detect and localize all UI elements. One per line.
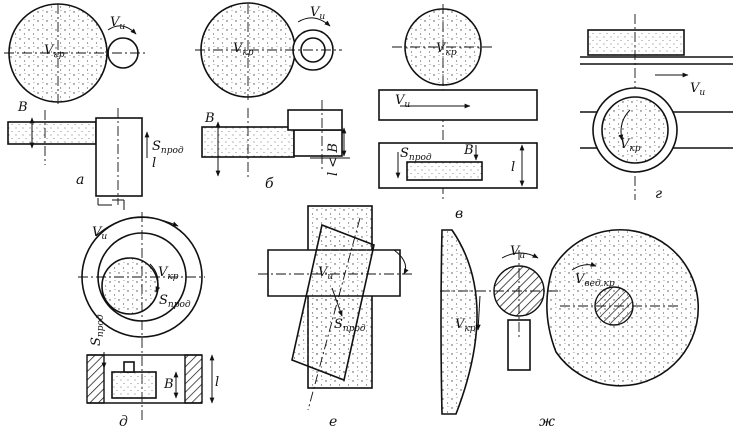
v-wheel-label-b: Vкр xyxy=(233,41,254,58)
length-label-v: l xyxy=(511,160,515,175)
feed-label-a: Sпрод xyxy=(152,139,184,156)
panel-v: Vкр Vи Sпрод B l в xyxy=(378,4,538,222)
v-wheel-label-v: Vкр xyxy=(436,41,457,58)
grinding-wheel-plan-g xyxy=(601,96,669,164)
v-wheel-label-d: Vкр xyxy=(158,265,179,282)
caption-a: а xyxy=(76,172,84,188)
panel-a: Vкр Vи B Sпрод l а xyxy=(4,3,184,210)
v-work-label-v: Vи xyxy=(395,93,410,110)
caption-d: д xyxy=(119,414,128,430)
condition-label-b: l < B xyxy=(326,143,341,176)
feed-ax-label-d: Sпрод xyxy=(89,314,106,346)
width-label-d: B xyxy=(163,377,174,392)
work-rotation-arrow-a xyxy=(107,25,137,35)
caption-b: б xyxy=(265,176,274,192)
feed-circ-label-d: Sпрод xyxy=(159,293,191,310)
work-rotation-arrow-b xyxy=(297,17,331,27)
grinding-wheel-d xyxy=(101,257,159,315)
grinding-wheel-g xyxy=(587,29,685,56)
v-work-label-a: Vи xyxy=(110,15,125,32)
workpiece-wall-right-d xyxy=(184,354,203,404)
caption-zh: ж xyxy=(539,414,555,430)
feed-label-v: Sпрод xyxy=(400,146,432,163)
panel-e: Vи Sпрод е xyxy=(258,205,412,430)
v-drive-label-zh: Vвед.кр xyxy=(575,272,615,289)
workpiece-wall-left-d xyxy=(86,354,105,404)
length-label-d: l xyxy=(215,375,219,390)
caption-e: е xyxy=(329,414,337,430)
panel-b: Vкр Vи B l < B б xyxy=(195,2,350,192)
work-rotation-arrow-d xyxy=(95,217,179,237)
wheel-rotation-arrow-g xyxy=(618,109,631,141)
feed-label-e: Sпрод xyxy=(334,317,366,334)
v-work-label-zh: Vи xyxy=(510,244,525,261)
v-work-label-g: Vи xyxy=(690,81,705,98)
drive-wheel-e xyxy=(291,223,375,382)
caption-v: в xyxy=(455,206,463,222)
caption-g: г xyxy=(655,186,662,202)
workpiece-shoulder-b xyxy=(287,109,343,131)
grinding-wheel-plan-v xyxy=(406,161,483,181)
workpiece-side-b xyxy=(293,129,343,157)
v-wheel-label-zh: Vкр xyxy=(455,317,476,334)
v-wheel-label-g: Vкр xyxy=(620,137,641,154)
width-label-v: B xyxy=(463,143,474,158)
grinding-wheel-zh xyxy=(440,229,478,415)
workpiece-side-a xyxy=(95,117,143,197)
grinding-wheel-side-a xyxy=(7,121,97,145)
v-wheel-label-a: Vкр xyxy=(44,43,65,60)
grinding-wheel-section-d xyxy=(111,371,157,399)
width-label-b: B xyxy=(204,111,215,126)
v-work-label-e: Vи xyxy=(318,265,333,282)
length-label-a: l xyxy=(152,156,156,171)
v-work-label-d: Vи xyxy=(92,225,107,242)
panel-zh: Vи Vкр Vвед.кр ж xyxy=(440,229,700,430)
panel-g: Vи Vкр г xyxy=(580,14,733,202)
width-label-a: B xyxy=(17,100,28,115)
panel-d: Vи Vкр Sпрод Sпрод B l д xyxy=(78,212,219,430)
v-work-label-b: Vи xyxy=(310,5,325,22)
workpiece-v xyxy=(378,89,538,121)
